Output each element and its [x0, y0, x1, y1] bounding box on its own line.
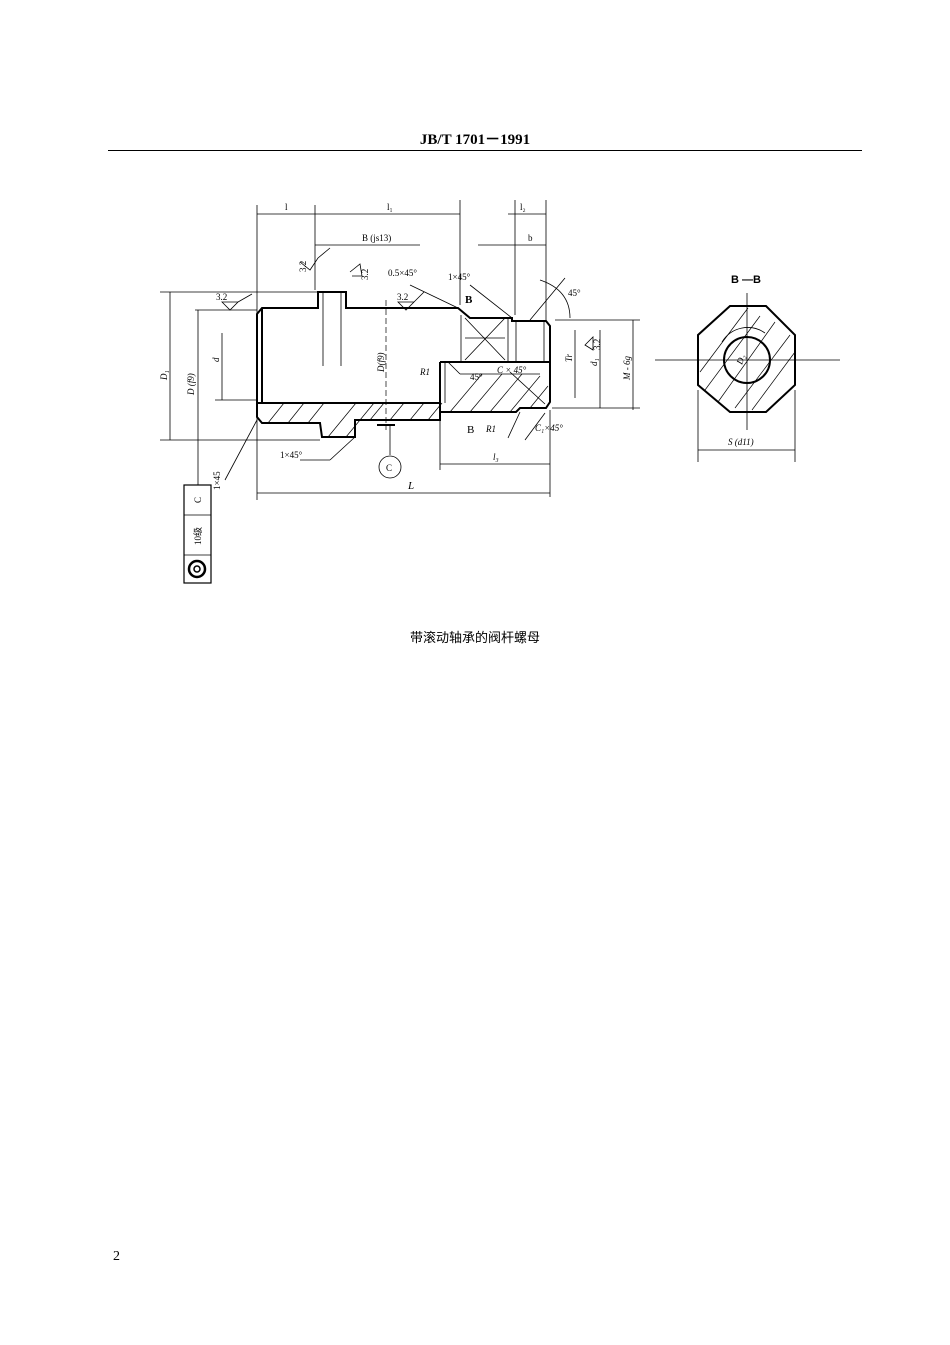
document-header: JB/T 1701－1991 — [419, 132, 531, 148]
chamfer-1-bottom: 1×45° — [280, 450, 303, 460]
roughness-label-c: 3.2 — [216, 292, 227, 302]
radius-R1-top: R1 — [419, 367, 430, 377]
dim-l1: l₁ — [387, 202, 393, 212]
valve-nut-side-view — [256, 291, 551, 479]
dim-b: b — [528, 233, 533, 243]
chamfer-1-vertical: 1×45 — [212, 471, 222, 490]
radius-R1-bottom: R1 — [485, 424, 496, 434]
chamfer-0-5: 0.5×45° — [388, 268, 417, 278]
tolerance-datum: C — [193, 497, 203, 503]
roughness-label-a: 3.2 — [298, 261, 308, 272]
dim-l2: l₂ — [520, 202, 526, 212]
dim-l3: l₃ — [493, 452, 499, 462]
roughness-label-b: 3.2 — [360, 269, 370, 280]
dim-D-f9-left: D (f9) — [186, 373, 196, 396]
dim-d: d — [211, 357, 221, 362]
dim-S-d11: S (d11) — [728, 437, 754, 447]
chamfer-1-top: 1×45° — [448, 272, 471, 282]
dim-l: l — [285, 202, 288, 212]
chamfer-C: C × 45° — [497, 365, 527, 375]
chamfer-C1: C₁×45° — [535, 423, 563, 433]
dim-B-js13: B (js13) — [362, 233, 391, 243]
figure-caption: 带滚动轴承的阀杆螺母 — [409, 631, 540, 646]
section-mark-B-bottom: B — [467, 424, 474, 436]
section-B-B-view: B —B D₂ S (d11) — [655, 274, 840, 462]
section-mark-B-top: B — [465, 294, 473, 306]
datum-C-label: C — [386, 463, 392, 473]
angle-45-mid: 45° — [470, 372, 483, 382]
thread-Tr: Tr — [564, 353, 574, 362]
dimension-lines — [160, 200, 640, 500]
dim-d1: d₁ — [589, 358, 599, 366]
dim-D2: D₂ — [734, 353, 747, 366]
thread-M-6g: M - 6g — [622, 356, 632, 381]
roughness-label-d: 3.2 — [397, 292, 408, 302]
dim-L: L — [407, 480, 414, 492]
dim-D1: D₁ — [159, 370, 169, 381]
roughness-label-e: 3.2 — [592, 339, 602, 350]
header-rule — [108, 150, 862, 151]
roughness-symbols — [221, 247, 594, 351]
section-hatching — [267, 373, 549, 438]
dim-D-f9-mid: D(f9) — [376, 353, 386, 374]
section-title: B —B — [731, 274, 761, 286]
concentricity-icon — [187, 559, 207, 579]
angle-45-top: 45° — [568, 288, 581, 298]
page-number: 2 — [113, 1249, 120, 1264]
tolerance-grade: 10级 — [192, 527, 203, 545]
runout-tolerance-frame: C 10级 — [183, 468, 212, 584]
